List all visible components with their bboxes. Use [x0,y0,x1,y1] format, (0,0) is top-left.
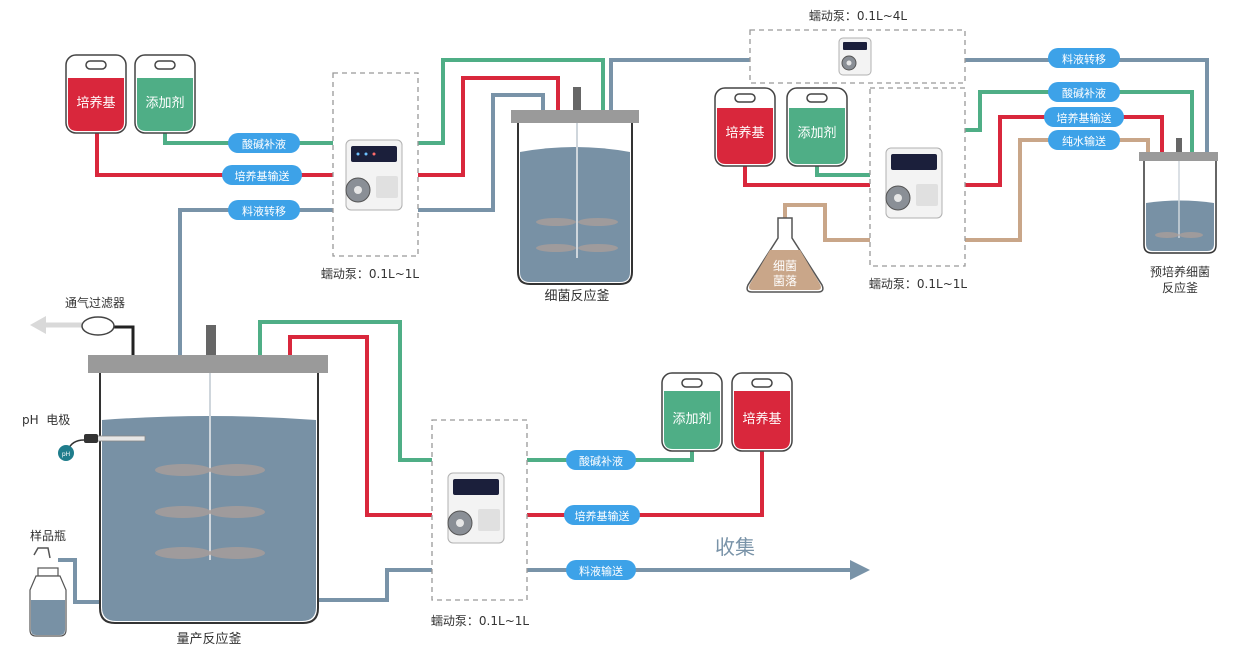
bacteria-flask: 细菌 菌落 [746,217,824,293]
bag-medium-top-label: 培养基 [76,95,115,111]
production-reactor: 量产反应釜 [88,325,328,647]
badge-acid-base-bottom: 酸碱补液 [566,450,636,470]
bag-additive-right: 添加剂 [786,87,848,167]
collect-arrow-icon [850,560,870,580]
bag-medium-right-label: 培养基 [725,125,764,141]
preculture-label-line1: 预培养细菌 [1150,264,1210,279]
production-reactor-label: 量产反应釜 [176,631,241,647]
bacteria-reactor: 细菌反应釜 [511,87,639,304]
bag-additive-top-label: 添加剂 [145,96,184,111]
badge-medium-feed-top-text: 培养基输送 [235,169,290,183]
pipe-medium-to-reactor [418,76,560,177]
badge-acid-base-right: 酸碱补液 [1048,82,1120,102]
pipe-sample [58,558,103,604]
pump-bottom-label: 蠕动泵：0.1L~1L [431,614,529,628]
badge-acid-base-top-text: 酸碱补液 [242,137,286,151]
pipe-right-medium-bag [743,165,870,187]
badge-water-right-text: 纯水输送 [1062,134,1106,148]
badge-medium-feed-bottom: 培养基输送 [564,505,640,525]
sample-bottle: 样品瓶 [29,528,67,637]
pump-top-label: 蠕动泵：0.1L~4L [809,9,907,23]
badge-liquid-feed-bottom: 料液输送 [566,560,636,580]
air-filter: 通气过滤器 [30,295,125,336]
pipe-right-additive-bag [815,165,870,177]
badges: 酸碱补液 培养基输送 料液转移 料液转移 酸碱补液 培养基输送 纯水输送 [222,48,1124,580]
flask-label-line2: 菌落 [773,274,797,288]
badge-medium-feed-bottom-text: 培养基输送 [575,509,630,523]
collect-label: 收集 [715,535,755,559]
badge-medium-feed-right: 培养基输送 [1044,107,1124,127]
bag-additive-top: 添加剂 [134,54,196,134]
pipe-air [113,325,135,355]
bag-additive-bottom-label: 添加剂 [672,412,711,427]
bag-medium-bottom-label: 培养基 [742,411,781,427]
pipe-reactor-to-top-pump [609,58,750,110]
pump-bottom[interactable]: 蠕动泵：0.1L~1L [431,419,529,628]
pipe-acid-to-reactor [418,58,605,145]
pipe-transfer-to-reactor [418,93,545,212]
bag-additive-bottom: 添加剂 [661,372,723,452]
badge-medium-feed-top: 培养基输送 [222,165,302,185]
pipe-bottom-medium [288,335,432,517]
flask-label-line1: 细菌 [773,259,797,273]
air-filter-label: 通气过滤器 [65,295,125,310]
pump-main-label: 蠕动泵：0.1L~1L [321,267,419,281]
preculture-label-line2: 反应釜 [1162,280,1198,295]
ph-sensor-label: pH [62,451,70,458]
sample-bottle-label: 样品瓶 [30,528,66,543]
pump-top[interactable]: 蠕动泵：0.1L~4L [749,9,966,84]
pipe-right-medium [965,115,1164,187]
pump-right[interactable]: 蠕动泵：0.1L~1L [869,87,967,291]
bag-medium-bottom: 培养基 [731,372,793,452]
badge-transfer-right-text: 料液转移 [1062,52,1106,66]
air-filter-arrow-icon [30,316,46,334]
bag-additive-right-label: 添加剂 [797,126,836,141]
pipe-right-water [965,138,1150,242]
badge-transfer-top: 料液转移 [228,200,300,220]
bacteria-reactor-label: 细菌反应釜 [544,288,609,304]
badge-medium-feed-right-text: 培养基输送 [1057,111,1112,125]
pipe-bottom-acid [258,320,432,462]
pipe-top-pump-to-preculture [965,58,1209,152]
pipe-right-acid [965,90,1194,152]
pump-right-label: 蠕动泵：0.1L~1L [869,277,967,291]
badge-acid-base-right-text: 酸碱补液 [1062,86,1106,100]
pipe-bottom-transfer [318,568,432,602]
badge-transfer-right: 料液转移 [1048,48,1120,68]
bag-medium-top: 培养基 [65,54,127,134]
pump-main[interactable]: 蠕动泵：0.1L~1L [321,72,419,281]
badge-acid-base-bottom-text: 酸碱补液 [579,454,623,468]
preculture-reactor: 预培养细菌 反应釜 [1139,138,1218,295]
ph-sensor-icon [58,445,74,461]
badge-water-right: 纯水输送 [1048,130,1120,150]
pipe-right-flask [783,203,870,242]
ph-electrode: pH pH 电极 [22,413,146,461]
badge-acid-base-top: 酸碱补液 [228,133,300,153]
bag-medium-right: 培养基 [714,87,776,167]
pipe-transfer-in-top [178,208,333,355]
badge-liquid-feed-bottom-text: 料液输送 [579,564,623,578]
badge-transfer-top-text: 料液转移 [242,204,286,218]
ph-electrode-label: pH 电极 [22,413,70,427]
